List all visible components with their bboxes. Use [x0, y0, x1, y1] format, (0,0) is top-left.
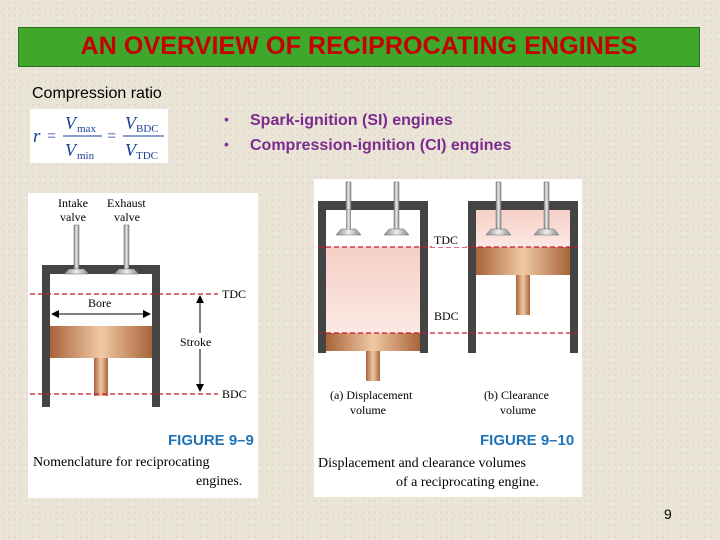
list-item: • Compression-ignition (CI) engines [222, 136, 512, 162]
label-a-line-1: (a) Displacement [330, 388, 413, 402]
figure-number: FIGURE 9–10 [480, 432, 574, 449]
subhead: Compression ratio [32, 85, 162, 102]
figure-9-9: Intake valve Exhaust valve TDC Bore Stro… [28, 193, 258, 498]
piston [50, 326, 152, 358]
intake-label-1: Intake [58, 196, 88, 210]
cyl-a-valve1-stem-lower [346, 210, 351, 230]
formula-sub-min: min [77, 150, 95, 162]
stroke-label-bg [178, 333, 218, 349]
cyl-a-piston [326, 333, 420, 351]
formula-sub-bdc: BDC [136, 123, 159, 135]
cylinder-head [42, 265, 160, 274]
intake-label-2: valve [60, 210, 86, 224]
cyl-b-head [468, 201, 578, 210]
cylinder-wall-right [152, 265, 160, 407]
formula-v-max: V [65, 113, 78, 133]
formula-v-tdc: V [125, 140, 138, 160]
tdc-label: TDC [222, 287, 246, 301]
cyl-a-wall-right [420, 201, 428, 353]
bullet-text: Compression-ignition (CI) engines [250, 137, 512, 154]
displacement-volume-fill [326, 247, 420, 333]
stroke-label: Stroke [180, 335, 211, 349]
cyl-b-valve1-stem [495, 181, 502, 231]
cyl-b-wall-left [468, 201, 476, 353]
bdc-label: BDC [434, 309, 459, 323]
cyl-a-valve1-head [335, 228, 362, 236]
caption-line-2: of a reciprocating engine. [396, 475, 539, 490]
figure-9-10: TDC BDC (a) Displacement volume (b) Clea… [314, 179, 582, 497]
exhaust-valve-head [113, 268, 140, 275]
engine-nomenclature-diagram: Intake valve Exhaust valve TDC Bore Stro… [30, 196, 254, 489]
compression-ratio-formula: r = V max V min = V BDC V TDC [30, 109, 168, 163]
caption-line-1: Nomenclature for reciprocating [33, 455, 209, 470]
label-b-line-2: volume [500, 403, 536, 417]
formula-v-bdc: V [125, 113, 138, 133]
slide-title: AN OVERVIEW OF RECIPROCATING ENGINES [80, 32, 638, 60]
cyl-b-wall-right [570, 201, 578, 353]
engine-type-list: • Spark-ignition (SI) engines • Compressio… [222, 111, 512, 162]
cyl-b-piston [476, 247, 570, 275]
tdc-label-bg [432, 231, 466, 247]
label-a-line-2: volume [350, 403, 386, 417]
list-item: • Spark-ignition (SI) engines [222, 111, 511, 137]
cyl-b-valve2-head [533, 228, 560, 236]
exhaust-valve-stem [123, 224, 130, 274]
displacement-clearance-diagram: TDC BDC (a) Displacement volume (b) Clea… [318, 181, 578, 490]
bdc-label: BDC [222, 387, 247, 401]
intake-valve-head [63, 268, 90, 275]
cyl-b-valve2-stem [543, 181, 550, 231]
cyl-a-valve2-head [383, 228, 410, 236]
cyl-a-rod [366, 351, 380, 381]
figure-number: FIGURE 9–9 [168, 432, 254, 449]
formula-eq2: = [107, 128, 116, 145]
cyl-a-wall-left [318, 201, 326, 353]
connecting-rod [94, 358, 108, 396]
formula-sub-tdc: TDC [136, 150, 158, 162]
cyl-a-valve1-stem [345, 181, 352, 211]
formula-v-min: V [65, 140, 78, 160]
cylinder-wall-left [42, 265, 50, 407]
cyl-b-valve1-head [485, 228, 512, 236]
bullet-dot: • [224, 111, 229, 127]
label-b-line-1: (b) Clearance [484, 388, 549, 402]
bullet-text: Spark-ignition (SI) engines [250, 112, 453, 129]
bdc-label-bg [432, 307, 466, 323]
bullet-dot: • [224, 136, 229, 152]
cyl-a-valve2-stem [393, 181, 400, 231]
formula-eq1: = [47, 128, 56, 145]
clearance-volume-fill [476, 210, 570, 247]
caption-line-1: Displacement and clearance volumes [318, 456, 526, 471]
formula-svg: r = V max V min = V BDC V TDC [33, 113, 164, 162]
caption-line-2: engines. [196, 474, 242, 489]
formula-r: r [33, 126, 41, 147]
exhaust-label-1: Exhaust [107, 196, 146, 210]
intake-valve-stem [73, 224, 80, 274]
tdc-label: TDC [434, 233, 458, 247]
cyl-a-head [318, 201, 428, 210]
cyl-b-rod [516, 275, 530, 315]
title-bar: AN OVERVIEW OF RECIPROCATING ENGINES [18, 27, 700, 67]
bore-label: Bore [88, 296, 111, 310]
exhaust-label-2: valve [114, 210, 140, 224]
formula-sub-max: max [77, 123, 96, 135]
page-number: 9 [664, 506, 672, 522]
